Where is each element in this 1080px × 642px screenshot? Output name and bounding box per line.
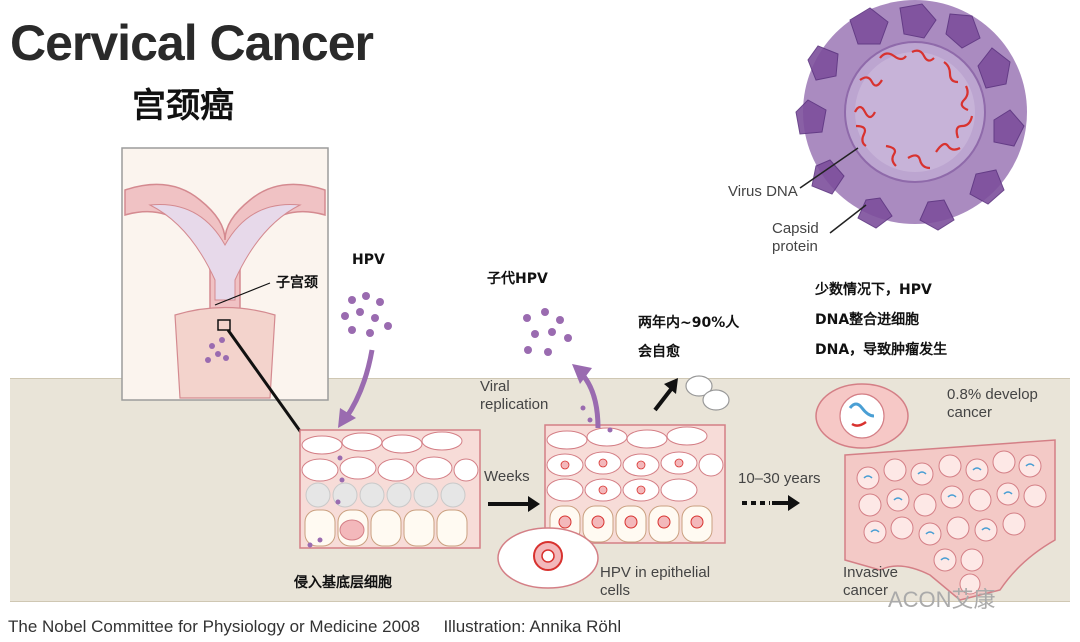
- shed-arrow: [653, 386, 674, 412]
- virus-dna-label: Virus DNA: [728, 183, 798, 200]
- viral-replication-line1: Viral: [480, 378, 510, 395]
- capsid-label-line2: protein: [772, 238, 818, 255]
- progeny-hpv-label: 子代HPV: [487, 271, 548, 287]
- page-title: Cervical Cancer: [10, 15, 374, 71]
- years-label: 10–30 years: [738, 470, 821, 487]
- weeks-label: Weeks: [484, 468, 530, 485]
- develop-cancer-line1: 0.8% develop: [947, 386, 1038, 403]
- integration-label-line3: DNA，导致肿瘤发生: [815, 342, 948, 358]
- footer-illustration-text: Illustration: Annika Röhl: [443, 617, 622, 636]
- tissue-block-1: [299, 429, 481, 549]
- hpv-virion: [795, 0, 1027, 231]
- progeny-hpv-particles: [523, 308, 572, 356]
- viral-replication-line2: replication: [480, 396, 549, 413]
- watermark: ACON艾康: [888, 587, 996, 612]
- entry-arrow: [343, 349, 375, 420]
- page-subtitle: 宫颈癌: [132, 86, 234, 126]
- invasive-cancer-line2: cancer: [843, 582, 889, 599]
- hpv-epithelial-line1: HPV in epithelial: [600, 564, 711, 581]
- cervix-pointer: [214, 282, 271, 306]
- hpv-label: HPV: [352, 252, 385, 268]
- integration-label-line2: DNA整合进细胞: [815, 312, 920, 328]
- cancer-tissue: [844, 439, 1056, 601]
- hpv-epithelial-line2: cells: [600, 582, 631, 599]
- self-heal-label-line2: 会自愈: [638, 344, 680, 360]
- tissue-block-2: [544, 424, 726, 544]
- develop-cancer-line2: cancer: [947, 404, 993, 421]
- zoom-line: [226, 329, 307, 439]
- capsid-pointer: [829, 204, 867, 234]
- uterus-illustration: [121, 147, 329, 401]
- capsid-label-line1: Capsid: [772, 220, 819, 237]
- footer-credit-text: The Nobel Committee for Physiology or Me…: [8, 617, 420, 636]
- invasive-cancer-line1: Invasive: [843, 564, 899, 581]
- hpv-particles: [341, 292, 392, 337]
- basal-cell-label: 侵入基底层细胞: [294, 575, 392, 591]
- footer-credit: The Nobel Committee for Physiology or Me…: [8, 617, 621, 637]
- virus-dna-pointer: [799, 147, 859, 189]
- zoom-box: [217, 319, 231, 331]
- cervix-label: 子宫颈: [276, 275, 318, 291]
- integration-label-line1: 少数情况下，HPV: [815, 282, 932, 298]
- self-heal-label-line1: 两年内~90%人: [638, 315, 740, 331]
